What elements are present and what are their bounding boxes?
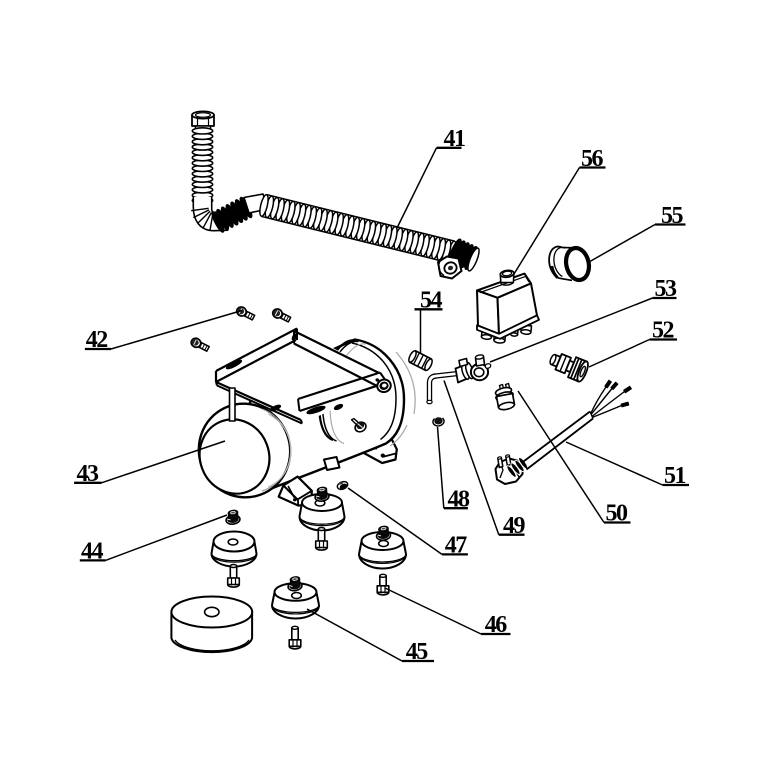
svg-text:46: 46 bbox=[485, 612, 508, 638]
svg-text:53: 53 bbox=[655, 276, 678, 302]
svg-text:49: 49 bbox=[503, 513, 526, 539]
svg-text:52: 52 bbox=[652, 318, 674, 344]
svg-text:41: 41 bbox=[444, 126, 466, 152]
svg-text:55: 55 bbox=[661, 203, 684, 229]
svg-text:54: 54 bbox=[420, 288, 443, 314]
svg-text:48: 48 bbox=[448, 487, 471, 513]
svg-text:42: 42 bbox=[86, 327, 108, 353]
svg-text:45: 45 bbox=[406, 639, 429, 665]
svg-text:44: 44 bbox=[81, 539, 104, 565]
svg-text:56: 56 bbox=[581, 146, 604, 172]
svg-text:51: 51 bbox=[664, 463, 686, 489]
svg-text:50: 50 bbox=[606, 501, 629, 527]
svg-text:47: 47 bbox=[445, 532, 468, 558]
svg-text:43: 43 bbox=[77, 461, 100, 487]
